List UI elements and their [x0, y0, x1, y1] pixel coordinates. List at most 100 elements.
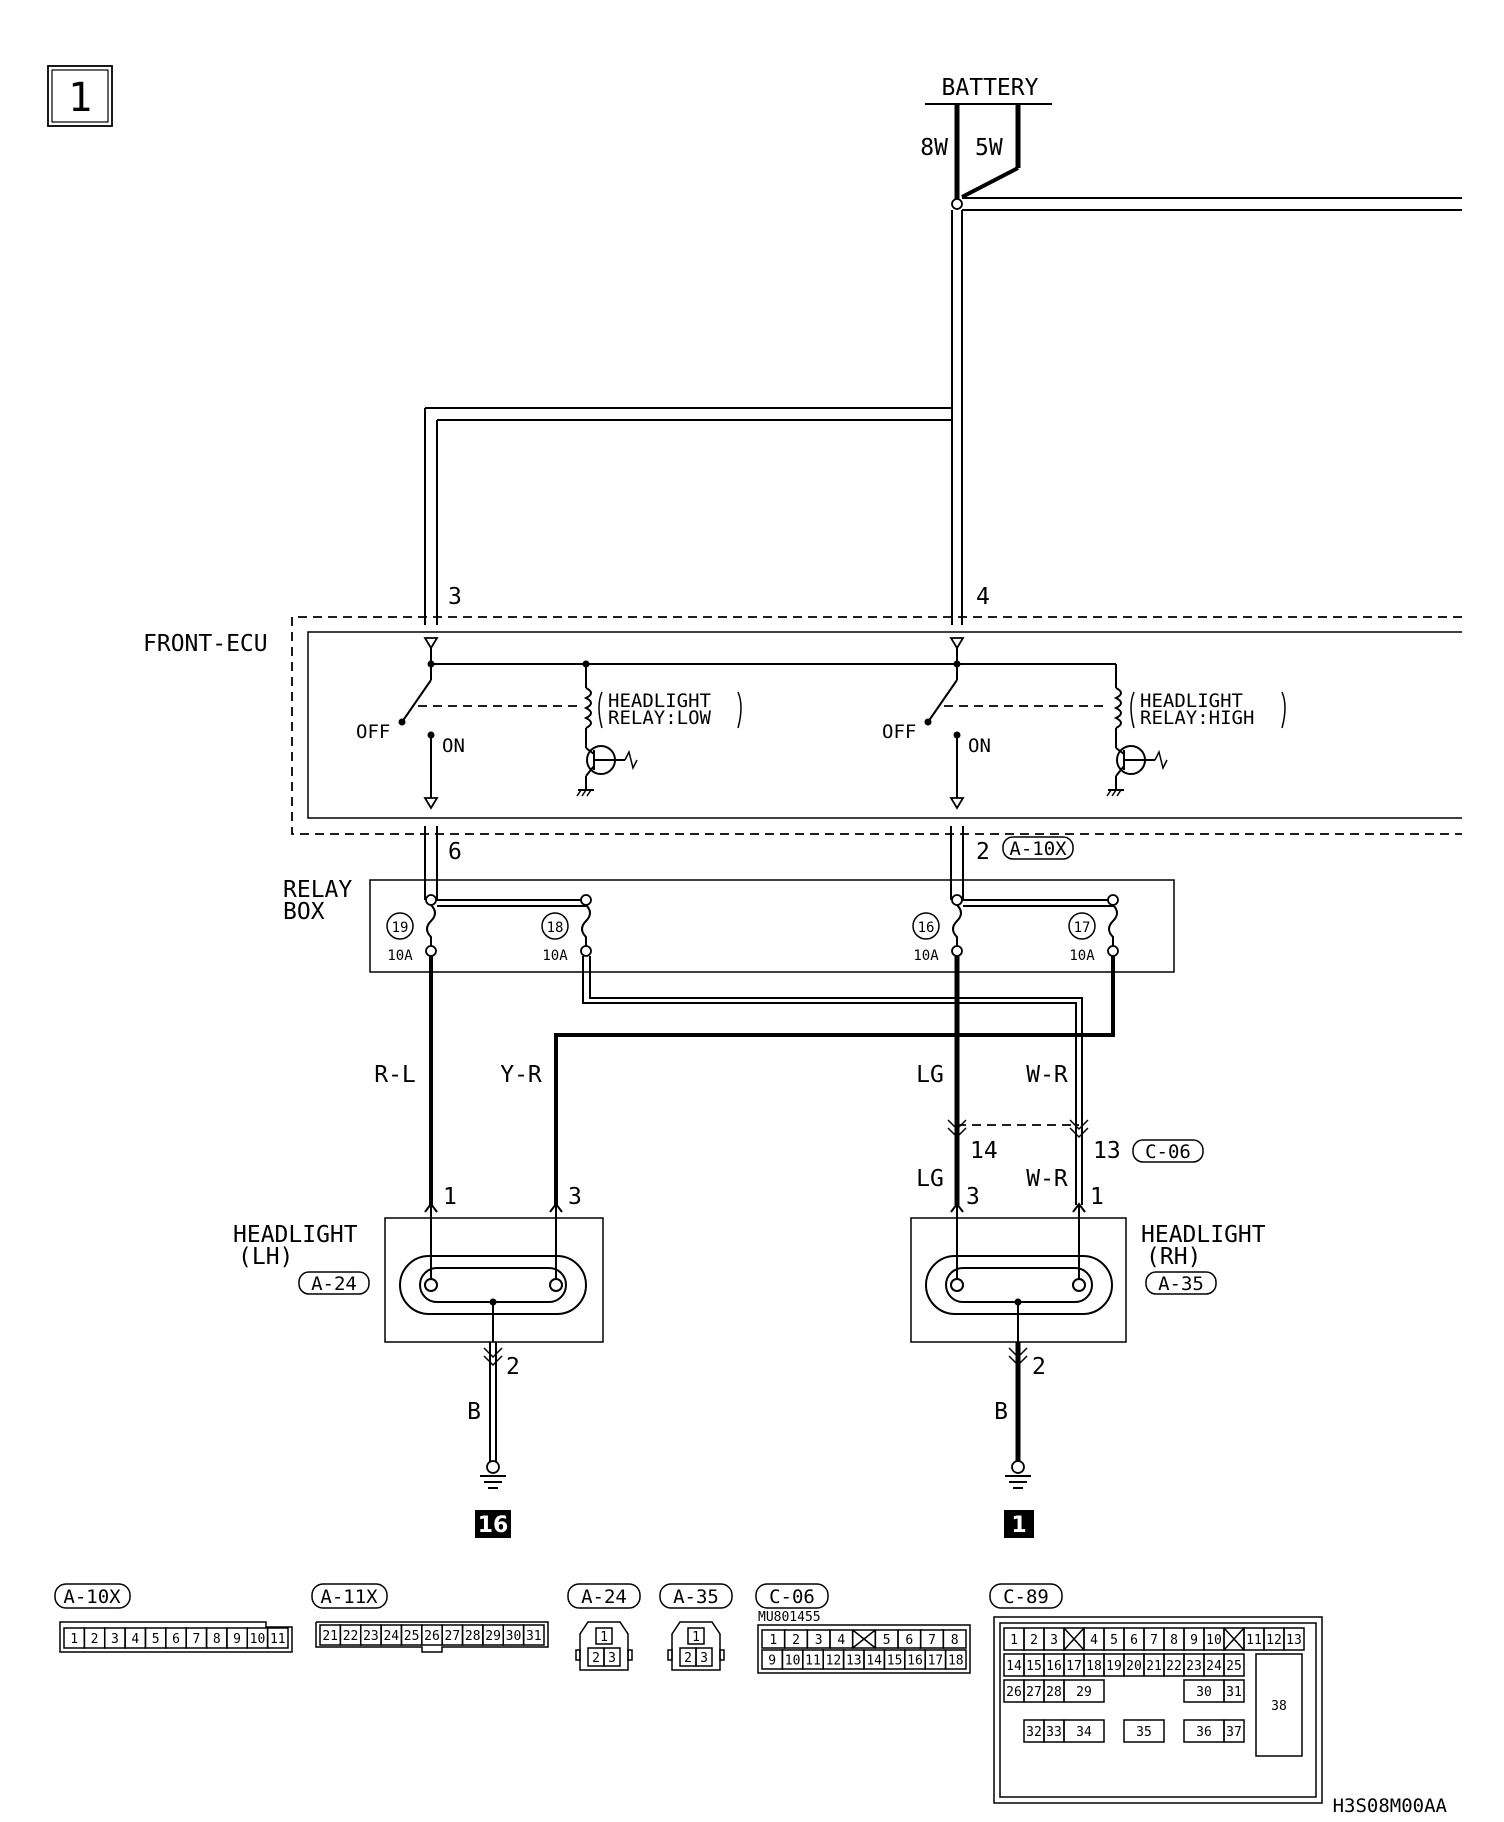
a11x-pin-25: 25: [404, 1629, 420, 1644]
intermediate-connector-c06: 14 13 C-06: [947, 1119, 1204, 1164]
a10x-pin-5: 5: [152, 1632, 160, 1647]
headlight-rh: HEADLIGHT (RH) A-35 3 1: [910, 1184, 1266, 1343]
headlight-lh-pin-2: 2: [506, 1354, 520, 1380]
headlight-rh-pin-3: 3: [966, 1184, 980, 1210]
c89-pin-21: 21: [1146, 1659, 1162, 1674]
c89-pin-12: 12: [1266, 1633, 1282, 1648]
c89-pin-35-cell: [1123, 1719, 1165, 1743]
a10x-pin-9: 9: [233, 1632, 241, 1647]
a10x-pin-3: 3: [111, 1632, 119, 1647]
wire-lh-low-color: R-L: [374, 1062, 416, 1088]
c89-pin-31-cell: [1223, 1679, 1245, 1703]
c89-pin-14: 14: [1006, 1659, 1022, 1674]
c89-pin-38-cell: [1255, 1653, 1303, 1757]
headlight-lh-connector: A-24: [311, 1273, 357, 1295]
c06-pin-4: 4: [837, 1633, 845, 1648]
c89-pin-3: 3: [1050, 1633, 1058, 1648]
connector-a10x-label: A-10X: [63, 1586, 121, 1608]
c89-pin-37-cell: [1223, 1719, 1245, 1743]
a11x-pin-31: 31: [526, 1629, 542, 1644]
a11x-pin-21: 21: [322, 1629, 338, 1644]
connector-c06-part-number: MU801455: [758, 1610, 821, 1625]
c89-pin-33: 33: [1046, 1725, 1062, 1740]
connector-c89-label: C-89: [1003, 1586, 1049, 1608]
ground-rh-number: 1: [1011, 1513, 1026, 1538]
c89-pin-4: 4: [1090, 1633, 1098, 1648]
relay-high-on: ON: [968, 735, 991, 757]
c06-pin-6: 6: [905, 1633, 913, 1648]
fuse-8w-label: 8W: [920, 135, 948, 161]
c89-pin-28: 28: [1046, 1685, 1062, 1700]
c89-pin-30: 30: [1196, 1685, 1212, 1700]
headlight-lh-name: HEADLIGHT: [233, 1222, 358, 1248]
c06-pin-8: 8: [951, 1633, 959, 1648]
c89-pin-22: 22: [1166, 1659, 1182, 1674]
c89-pin-20: 20: [1126, 1659, 1142, 1674]
a10x-pin-4: 4: [131, 1632, 139, 1647]
a10x-pin-11: 11: [270, 1632, 286, 1647]
headlight-lh: HEADLIGHT (LH) A-24 1 3: [233, 1184, 604, 1343]
c89-pin-26: 26: [1006, 1685, 1022, 1700]
a35-pin-1: 1: [692, 1630, 700, 1645]
c06-key-blank: [852, 1629, 876, 1649]
fuse-19-number: 19: [392, 920, 409, 936]
a11x-pin-31-cell: [522, 1624, 545, 1646]
c89-pin-19: 19: [1106, 1659, 1122, 1674]
headlight-rh-name: HEADLIGHT: [1141, 1222, 1266, 1248]
ecu-pin-6: 6: [448, 839, 462, 865]
c06-pin-14: 14: [970, 1138, 998, 1164]
wire-rh-high-color-lower: W-R: [1026, 1166, 1068, 1192]
relay-box: RELAY BOX 19 10A 18 10A 16 10A 17 10: [283, 877, 1175, 973]
fuse-17-rating: 10A: [1069, 948, 1095, 964]
c89-pin-31: 31: [1226, 1685, 1242, 1700]
c89-pin-32: 32: [1026, 1725, 1042, 1740]
ecu-output-wires: [424, 826, 964, 900]
diagram-code: H3S08M00AA: [1333, 1795, 1448, 1817]
battery-feed-wires: [424, 197, 1462, 625]
ecu-pin-2: 2: [976, 839, 990, 865]
c89-pin-37: 37: [1226, 1725, 1242, 1740]
battery-label: BATTERY: [942, 75, 1039, 101]
c89-pin-17: 17: [1066, 1659, 1082, 1674]
c06-pin-14: 14: [866, 1654, 882, 1669]
c06-pin-9: 9: [768, 1654, 776, 1669]
c89-pin-13: 13: [1286, 1633, 1302, 1648]
c89-pin-25: 25: [1226, 1659, 1242, 1674]
a35-pin-3: 3: [700, 1651, 708, 1666]
ecu-pin-3: 3: [448, 584, 462, 610]
c06-pin-17: 17: [928, 1654, 944, 1669]
c06-pin-1: 1: [769, 1633, 777, 1648]
a10x-pin-8: 8: [213, 1632, 221, 1647]
c89-pin-18: 18: [1086, 1659, 1102, 1674]
relay-low-name-line2: RELAY:LOW: [608, 707, 712, 729]
c06-pin-10: 10: [785, 1654, 801, 1669]
front-ecu-label: FRONT-ECU: [143, 631, 268, 657]
headlight-lh-pin-3: 3: [568, 1184, 582, 1210]
c89-blank-blank: [1063, 1627, 1085, 1651]
wire-rh-high-color: W-R: [1026, 1062, 1068, 1088]
relay-high-name-line2: RELAY:HIGH: [1140, 707, 1254, 729]
c89-pin-13-cell: [1283, 1627, 1305, 1651]
c89-pin-9: 9: [1190, 1633, 1198, 1648]
c06-pin-13: 13: [1093, 1138, 1121, 1164]
relay-high-name-line1: HEADLIGHT: [1140, 690, 1243, 712]
ground-rh: 2 B 1: [994, 1342, 1046, 1538]
c89-pin-29-cell: [1063, 1679, 1105, 1703]
c89-pin-34-cell: [1063, 1719, 1105, 1743]
c06-pin-13: 13: [846, 1654, 862, 1669]
connector-a24: A-24 1 2 3: [567, 1583, 641, 1671]
a11x-pin-23: 23: [363, 1629, 379, 1644]
fuse-16-rating: 10A: [913, 948, 939, 964]
c89-pin-24: 24: [1206, 1659, 1222, 1674]
relay-box-label-line2: BOX: [283, 899, 325, 925]
a11x-pin-28: 28: [465, 1629, 481, 1644]
c06-pin-7: 7: [928, 1633, 936, 1648]
c06-pin-18: 18: [948, 1654, 964, 1669]
c89-pin-2: 2: [1030, 1633, 1038, 1648]
a11x-pin-26: 26: [424, 1629, 440, 1644]
relay-box-label-line1: RELAY: [283, 877, 352, 903]
c89-pin-27: 27: [1026, 1685, 1042, 1700]
connector-a35-label: A-35: [673, 1586, 719, 1608]
